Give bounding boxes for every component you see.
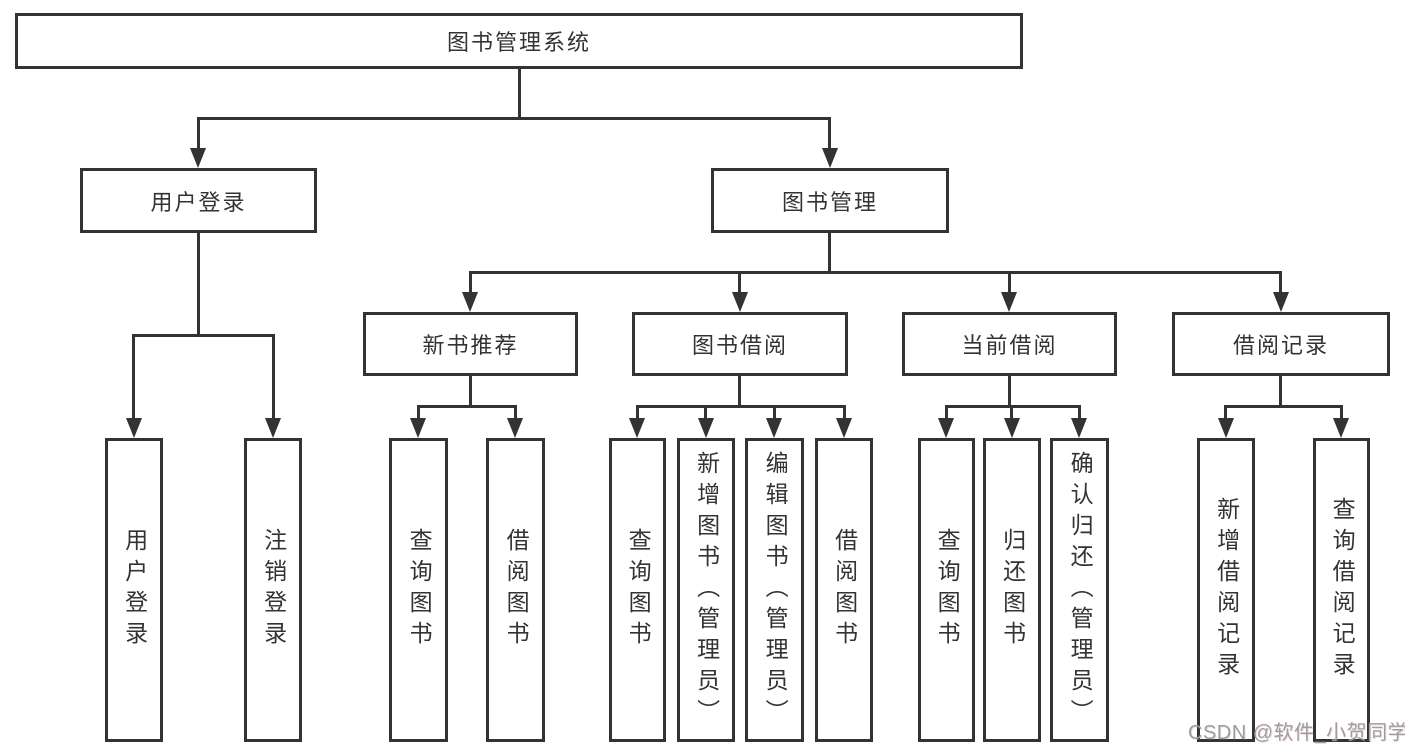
connector-br-stem (1279, 376, 1282, 408)
leaf-nb-borrow-books: 借阅图书 (486, 438, 545, 742)
connector-stem-nb-query (417, 405, 420, 420)
leaf-br-add-record-label: 新增借阅记录 (1213, 497, 1240, 683)
arrowhead-current-borrow (1001, 292, 1017, 312)
node-book-management: 图书管理 (711, 168, 949, 233)
node-new-book-recommend: 新书推荐 (363, 312, 578, 376)
connector-stem-book-borrow (738, 271, 741, 294)
node-new-book-recommend-label: 新书推荐 (422, 333, 519, 358)
connector-br-hbar (1224, 405, 1343, 408)
connector-nbr-hbar (417, 405, 517, 408)
connector-root-hbar (197, 117, 831, 120)
connector-stem-book-management (828, 117, 831, 150)
arrowhead-br-add (1218, 418, 1234, 438)
node-book-borrow-label: 图书借阅 (691, 333, 788, 358)
arrowhead-book-borrow (732, 292, 748, 312)
leaf-nb-query-books-label: 查询图书 (406, 528, 433, 652)
arrowhead-user-login (190, 148, 206, 168)
arrowhead-new-book-recommend (462, 292, 478, 312)
connector-stem-user-login (197, 117, 200, 150)
connector-stem-cb-query (945, 405, 948, 420)
leaf-br-query-record-label: 查询借阅记录 (1329, 497, 1356, 683)
leaf-cb-confirm-return-admin: 确认归还（管理员） (1050, 438, 1109, 742)
connector-nbr-stem (469, 376, 472, 408)
connector-cb-hbar (945, 405, 1081, 408)
arrowhead-cb-return (1004, 418, 1020, 438)
leaf-logout-label: 注销登录 (260, 528, 287, 652)
leaf-cb-confirm-return-admin-label: 确认归还（管理员） (1067, 450, 1094, 730)
arrowhead-nb-borrow (507, 418, 523, 438)
connector-stem-borrow-records (1279, 271, 1282, 294)
arrowhead-leaf-logout (265, 418, 281, 438)
connector-book-management-hbar (469, 271, 1282, 274)
leaf-cb-return-books-label: 归还图书 (999, 528, 1026, 652)
connector-stem-leaf-user-login (132, 334, 135, 420)
node-root: 图书管理系统 (15, 13, 1023, 69)
arrowhead-nb-query (410, 418, 426, 438)
node-user-login-label: 用户登录 (150, 189, 247, 215)
connector-stem-nb-borrow (514, 405, 517, 420)
arrowhead-book-management (822, 148, 838, 168)
arrowhead-leaf-user-login (126, 418, 142, 438)
arrowhead-bb-query (629, 418, 645, 438)
connector-stem-bb-query (636, 405, 639, 420)
leaf-user-login: 用户登录 (105, 438, 163, 742)
connector-stem-leaf-logout (272, 334, 275, 420)
arrowhead-cb-query (938, 418, 954, 438)
leaf-bb-query-books-label: 查询图书 (625, 528, 652, 652)
node-root-label: 图书管理系统 (446, 30, 591, 55)
connector-stem-bb-borrow (843, 405, 846, 420)
arrowhead-borrow-records (1273, 292, 1289, 312)
leaf-bb-borrow-books: 借阅图书 (815, 438, 873, 742)
node-current-borrow: 当前借阅 (902, 312, 1117, 376)
connector-stem-bb-edit (773, 405, 776, 420)
connector-user-login-hbar (132, 334, 275, 337)
leaf-br-query-record: 查询借阅记录 (1313, 438, 1370, 742)
leaf-br-add-record: 新增借阅记录 (1197, 438, 1255, 742)
leaf-bb-add-books-admin-label: 新增图书（管理员） (693, 450, 720, 730)
node-borrow-records-label: 借阅记录 (1232, 333, 1329, 358)
connector-stem-current-borrow (1008, 271, 1011, 294)
arrowhead-cb-confirm (1071, 418, 1087, 438)
node-book-borrow: 图书借阅 (632, 312, 848, 376)
connector-bb-hbar (636, 405, 846, 408)
leaf-nb-query-books: 查询图书 (389, 438, 448, 742)
leaf-bb-edit-books-admin: 编辑图书（管理员） (745, 438, 804, 742)
leaf-cb-query-books: 查询图书 (918, 438, 975, 742)
leaf-user-login-label: 用户登录 (121, 528, 148, 652)
connector-stem-cb-confirm (1078, 405, 1081, 420)
leaf-cb-query-books-label: 查询图书 (934, 528, 961, 652)
connector-stem-br-add (1224, 405, 1227, 420)
node-current-borrow-label: 当前借阅 (961, 333, 1058, 358)
connector-root-stem (518, 68, 521, 118)
node-user-login: 用户登录 (80, 168, 317, 233)
connector-stem-new-book-recommend (469, 271, 472, 294)
arrowhead-bb-add (698, 418, 714, 438)
leaf-cb-return-books: 归还图书 (983, 438, 1041, 742)
connector-bb-stem (738, 376, 741, 408)
leaf-bb-add-books-admin: 新增图书（管理员） (677, 438, 735, 742)
connector-stem-bb-add (704, 405, 707, 420)
csdn-watermark: CSDN @软件_小贺同学 (1188, 722, 1405, 744)
arrowhead-bb-edit (766, 418, 782, 438)
node-book-management-label: 图书管理 (781, 189, 878, 215)
connector-stem-cb-return (1010, 405, 1013, 420)
connector-user-login-stem (197, 233, 200, 337)
connector-book-management-stem (828, 233, 831, 274)
leaf-bb-borrow-books-label: 借阅图书 (831, 528, 858, 652)
leaf-bb-edit-books-admin-label: 编辑图书（管理员） (762, 450, 789, 730)
node-borrow-records: 借阅记录 (1172, 312, 1390, 376)
leaf-bb-query-books: 查询图书 (609, 438, 666, 742)
leaf-logout: 注销登录 (244, 438, 302, 742)
connector-stem-br-query (1340, 405, 1343, 420)
connector-cb-stem (1008, 376, 1011, 408)
leaf-nb-borrow-books-label: 借阅图书 (503, 528, 530, 652)
arrowhead-br-query (1333, 418, 1349, 438)
arrowhead-bb-borrow (836, 418, 852, 438)
